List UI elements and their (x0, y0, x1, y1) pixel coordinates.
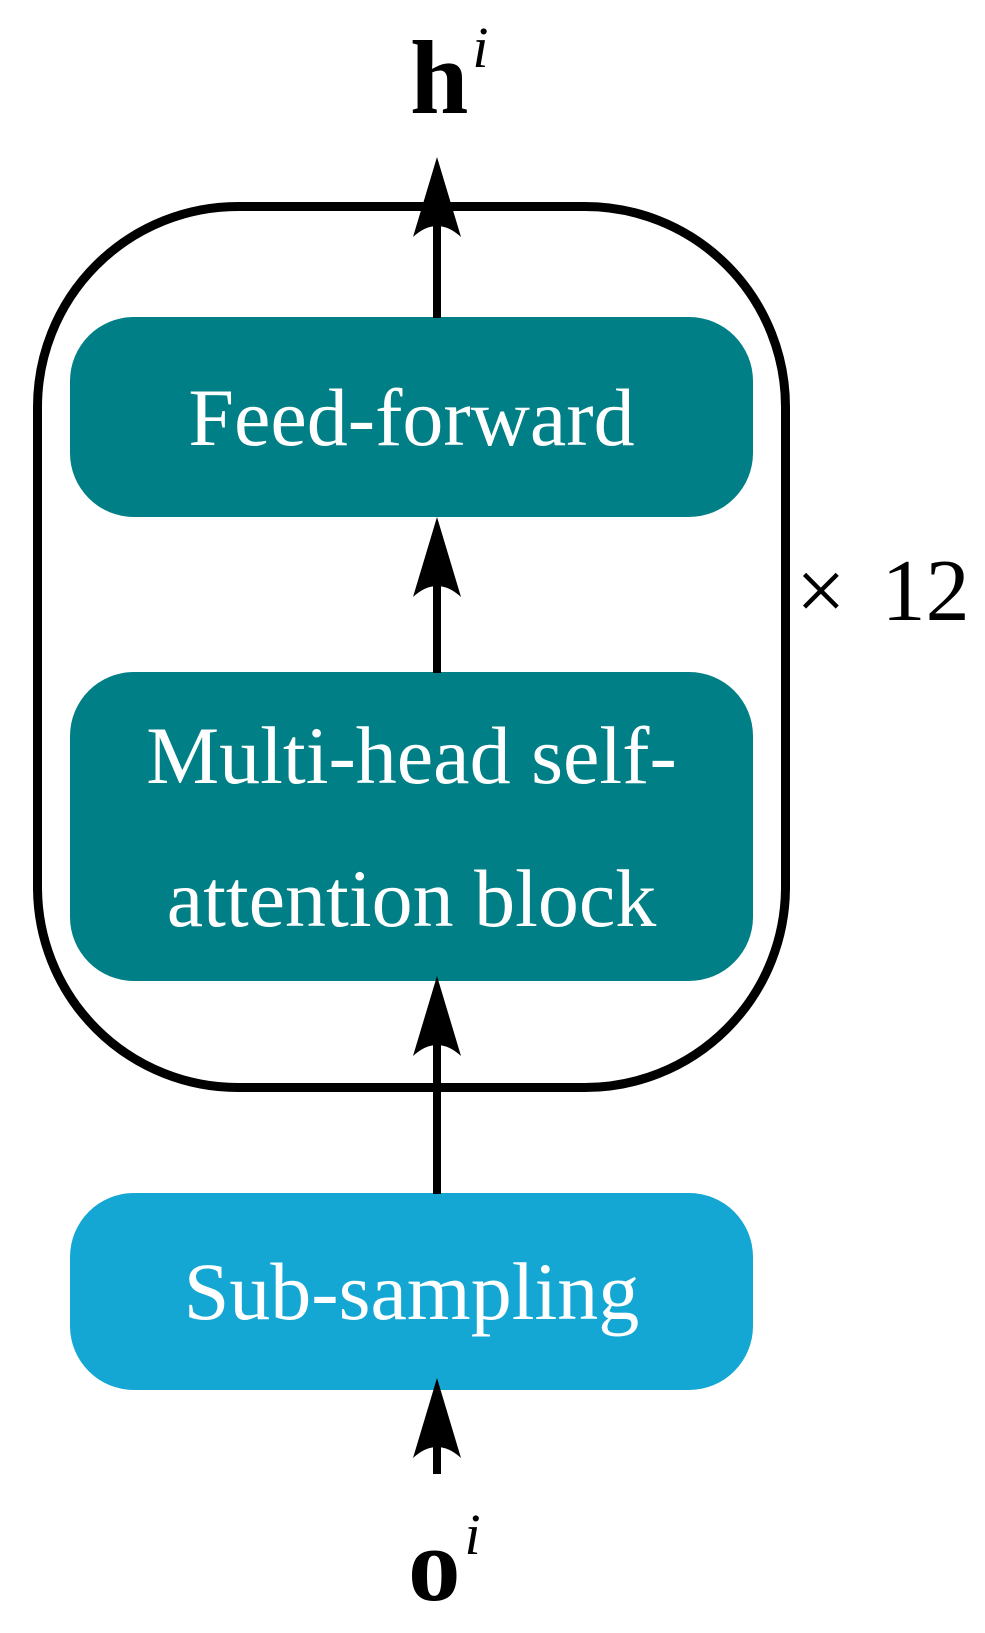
output-label: hi (410, 15, 489, 146)
encoder-loop-outline (33, 202, 790, 1092)
attention-label-line1: Multi-head self- (146, 709, 677, 801)
subsampling-block: Sub-sampling (70, 1193, 753, 1390)
input-label: oi (408, 1502, 481, 1633)
input-superscript: i (464, 1502, 481, 1567)
subsampling-label: Sub-sampling (183, 1246, 640, 1337)
repeat-count-label: × 12 (796, 543, 970, 640)
output-superscript: i (472, 15, 489, 80)
input-symbol: o (408, 1506, 461, 1623)
feed-forward-label: Feed-forward (188, 371, 635, 463)
output-symbol: h (410, 19, 469, 136)
arrow-input-to-subsampling (413, 1378, 461, 1474)
feed-forward-block: Feed-forward (70, 317, 753, 517)
multi-head-attention-block: Multi-head self- attention block (70, 672, 753, 981)
attention-label-line2: attention block (166, 852, 657, 944)
